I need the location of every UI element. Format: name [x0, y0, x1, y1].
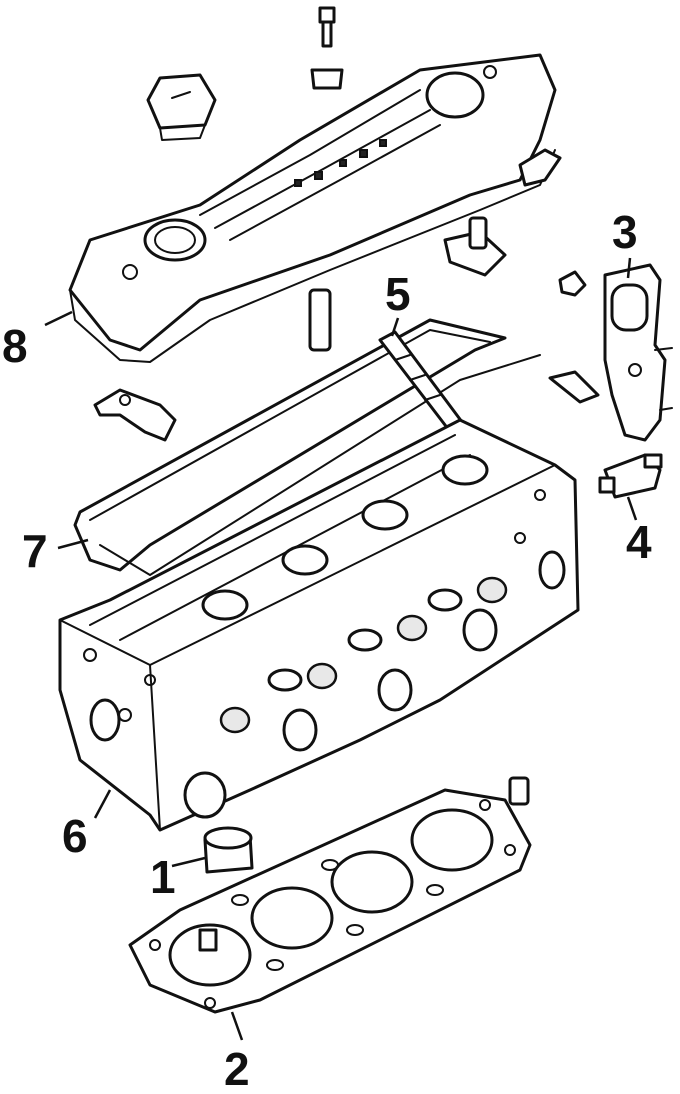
- callout-2: 2: [224, 1043, 250, 1094]
- breather-fitting: [443, 216, 507, 277]
- leader-lines: [44, 257, 638, 1041]
- callout-3: 3: [612, 206, 638, 258]
- callout-6: 6: [62, 810, 88, 862]
- lifting-bracket-left: [93, 388, 177, 442]
- oil-filler-cap: [146, 73, 217, 141]
- dowel-pin: [508, 776, 530, 806]
- cylinder-head: [58, 418, 580, 832]
- cover-bolt: [310, 6, 344, 90]
- callout-5: 5: [385, 268, 411, 320]
- callout-8: 8: [2, 320, 28, 372]
- head-gasket: [128, 788, 532, 1014]
- temperature-sender: [598, 453, 663, 499]
- spacer-tube: [308, 288, 332, 352]
- callout-7: 7: [22, 525, 48, 577]
- callout-4: 4: [626, 516, 652, 568]
- rocker-cover: [68, 53, 562, 363]
- callout-1: 1: [150, 851, 176, 903]
- cover-lettering: [294, 139, 387, 187]
- sensor-bracket: [548, 263, 673, 442]
- guide-bushing: [203, 826, 254, 874]
- cover-gasket: [73, 318, 541, 576]
